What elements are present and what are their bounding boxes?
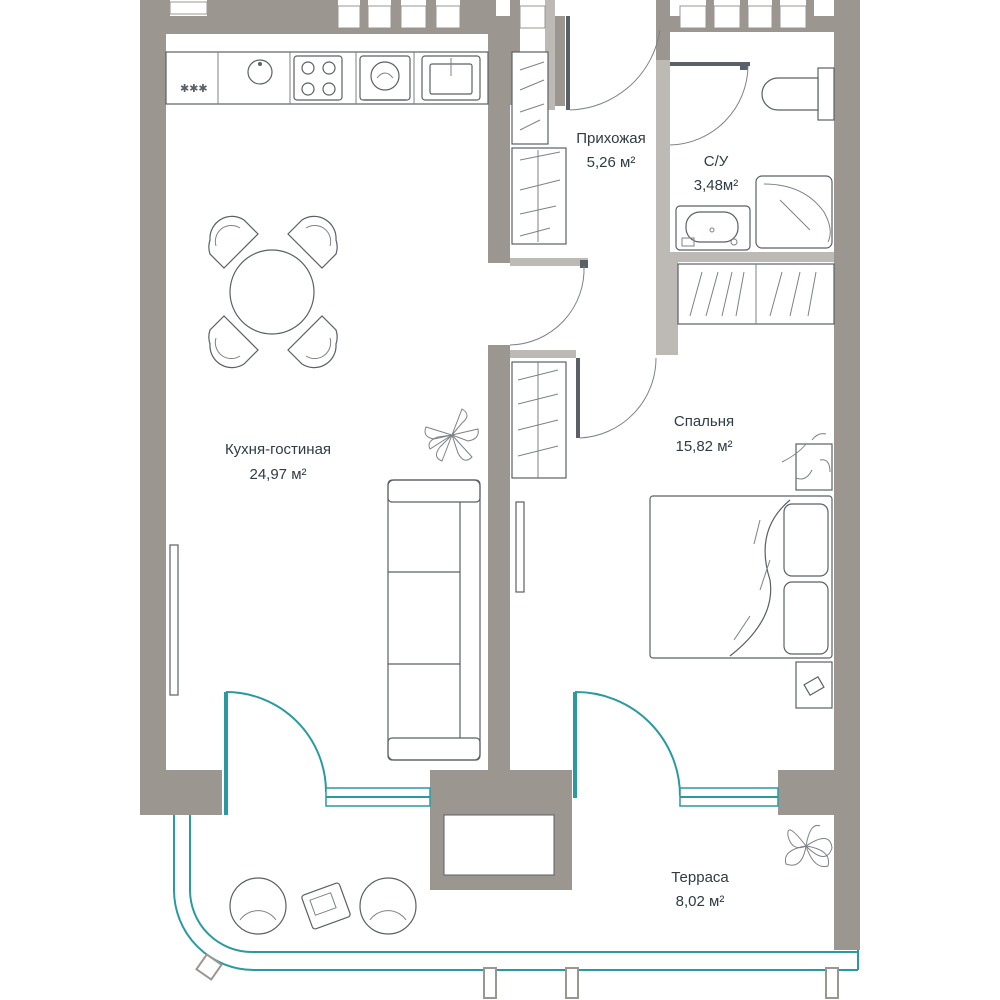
kitchen-bedroom-wall bbox=[488, 345, 510, 770]
chair-bottom-right bbox=[287, 315, 338, 369]
hallway-area: 5,26 м² bbox=[587, 154, 636, 171]
right-bottom-pier bbox=[778, 770, 840, 815]
plant-bedroom bbox=[781, 433, 833, 491]
bath-left-wall-top bbox=[656, 0, 670, 60]
bath-bottom-wall bbox=[670, 252, 835, 262]
kitchen-living-area: 24,97 м² bbox=[249, 466, 306, 483]
top-wall-a bbox=[140, 0, 170, 16]
bathroom-name: С/У bbox=[704, 153, 729, 170]
bedroom-wardrobe bbox=[677, 263, 835, 325]
win-mullion-2 bbox=[360, 0, 368, 30]
fridge-mark: ✱✱✱ bbox=[180, 82, 208, 95]
plant-kitchen bbox=[424, 408, 479, 462]
pillow-bottom bbox=[783, 581, 829, 655]
terrace-table bbox=[301, 882, 351, 930]
win-mullion-1 bbox=[330, 0, 338, 30]
bath-left-wall bbox=[656, 60, 670, 255]
top-wall-b bbox=[207, 0, 335, 16]
wardrobe-top bbox=[511, 51, 549, 145]
bathroom-area: 3,48м² bbox=[694, 177, 739, 194]
bed bbox=[649, 495, 833, 659]
pillow-top bbox=[783, 503, 829, 577]
toilet-bowl bbox=[761, 77, 819, 111]
bedroom-door bbox=[576, 357, 657, 439]
toilet-tank bbox=[817, 67, 835, 121]
terrace-area: 8,02 м² bbox=[676, 893, 725, 910]
bedroom-closet-top bbox=[510, 350, 576, 358]
dining-table bbox=[229, 249, 315, 335]
kitchen-living-name: Кухня-гостиная bbox=[225, 441, 331, 458]
chair-top-right bbox=[287, 215, 338, 269]
kitchen-hall-wall-upper bbox=[488, 16, 510, 263]
left-bottom-pier bbox=[140, 770, 222, 815]
pier-niche bbox=[443, 814, 555, 876]
hall-top-inner bbox=[545, 0, 555, 110]
hall-door-jamb bbox=[555, 16, 565, 106]
wardrobe-bottom bbox=[511, 147, 567, 245]
room-labels: Прихожая 5,26 м² С/У 3,48м² Кухня-гостин… bbox=[225, 130, 738, 910]
terrace-name: Терраса bbox=[671, 869, 729, 886]
win-mullion-8 bbox=[806, 0, 814, 30]
top-windows bbox=[169, 1, 807, 29]
win-mullion-4 bbox=[426, 0, 436, 30]
win-mullion-3 bbox=[391, 0, 401, 30]
sink-icon bbox=[421, 55, 481, 101]
bathroom-fixtures bbox=[675, 67, 835, 251]
win-mullion-5 bbox=[706, 0, 714, 30]
hallway-wardrobe bbox=[511, 51, 567, 245]
bath-door bbox=[669, 62, 750, 146]
terrace-chair-left bbox=[229, 877, 287, 935]
entry-door bbox=[566, 16, 661, 111]
nightstand bbox=[795, 661, 833, 709]
bedroom-name: Спальня bbox=[674, 413, 734, 430]
hallway-name: Прихожая bbox=[576, 130, 646, 147]
shower-tray bbox=[755, 175, 833, 249]
counter-top bbox=[165, 51, 489, 105]
left-outer-wall bbox=[140, 0, 166, 815]
sofa bbox=[387, 479, 481, 761]
cooktop-icon bbox=[293, 55, 343, 101]
chair-top-left bbox=[208, 215, 259, 269]
tv-bedroom bbox=[515, 501, 525, 593]
tv-kitchen bbox=[169, 544, 179, 696]
kitchen-door bbox=[509, 260, 588, 346]
bedroom-closet-left-wall bbox=[656, 255, 678, 355]
hall-bottom-ledge bbox=[510, 258, 588, 266]
dining-set bbox=[208, 215, 338, 369]
win-mullion-7 bbox=[772, 0, 780, 30]
terrace-chair-right bbox=[359, 877, 417, 935]
plant-terrace bbox=[784, 824, 833, 868]
terrace-furniture bbox=[229, 877, 417, 935]
kitchen-counter: ✱✱✱ bbox=[165, 51, 489, 105]
bedroom-closet-left bbox=[511, 361, 567, 479]
glazing bbox=[173, 690, 859, 999]
walls bbox=[140, 0, 860, 950]
win-mullion-6 bbox=[740, 0, 748, 30]
kettle-icon bbox=[247, 59, 273, 85]
bedroom-area: 15,82 м² bbox=[675, 438, 732, 455]
chair-bottom-left bbox=[208, 315, 259, 369]
